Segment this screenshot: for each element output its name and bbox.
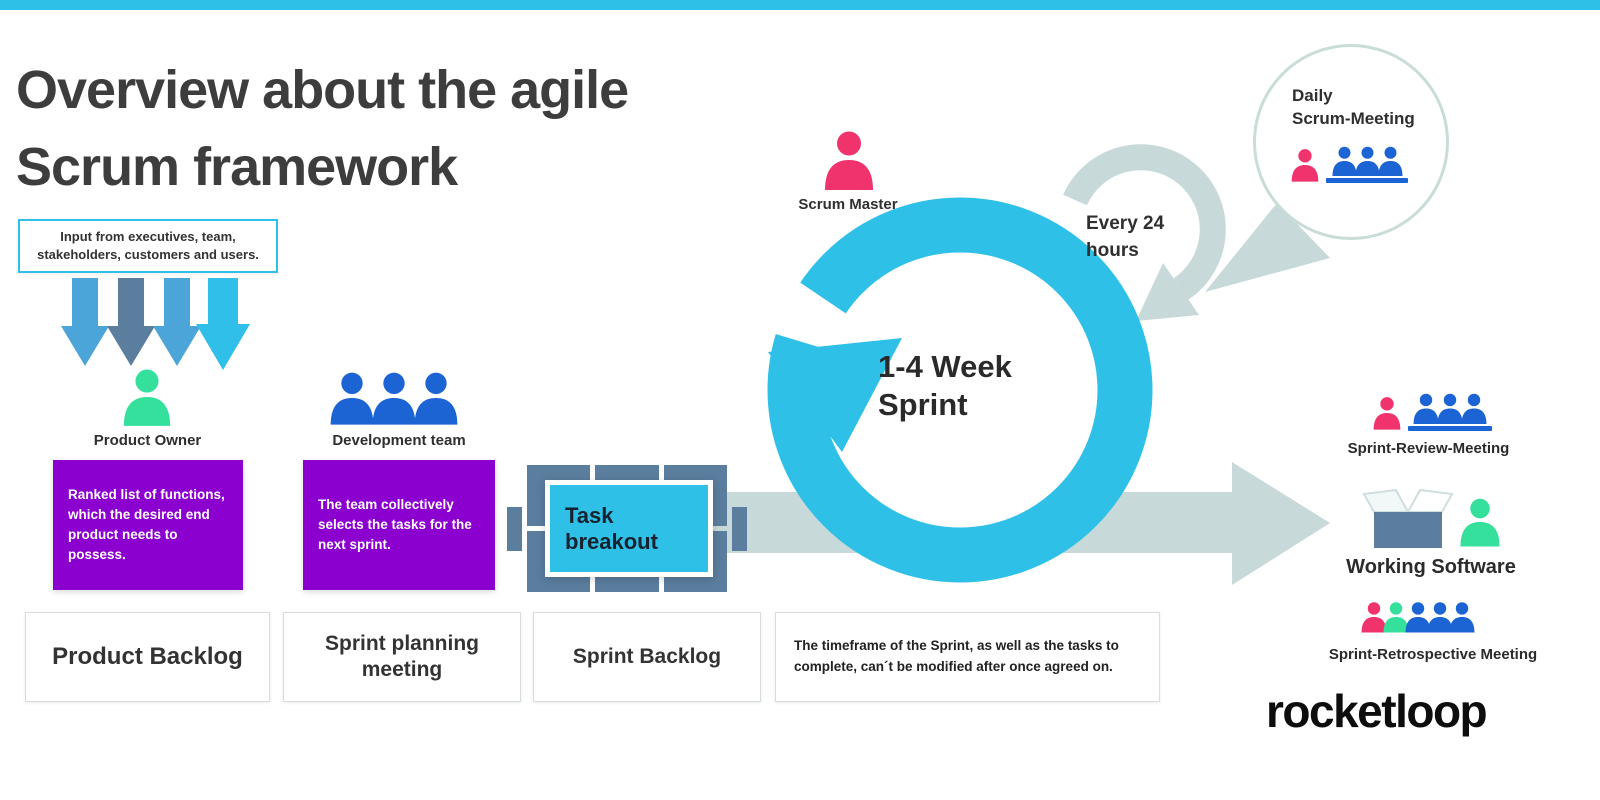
scrum-master-label: Scrum Master	[798, 196, 898, 213]
product-owner-label: Product Owner	[93, 432, 202, 449]
sprint-note-box: The timeframe of the Sprint, as well as …	[775, 612, 1160, 702]
flow-arrow-icon	[700, 462, 1330, 585]
development-team-description: The team collectively selects the tasks …	[318, 496, 472, 553]
team-table-icon	[1326, 145, 1408, 183]
person-icon	[1461, 393, 1487, 425]
daily-scrum-meeting-title: Daily Scrum-Meeting	[1292, 85, 1415, 131]
daily-meeting-icons	[1290, 145, 1408, 183]
task-breakout-tab-right	[732, 507, 747, 551]
sprint-review-label: Sprint-Review-Meeting	[1347, 440, 1510, 457]
product-owner-description-box: Ranked list of functions, which the desi…	[53, 460, 243, 590]
sprint-backlog-label: Sprint Backlog	[572, 645, 722, 668]
daily-loop-arrowhead-icon	[1136, 263, 1199, 321]
working-software-label: Working Software	[1346, 556, 1516, 578]
task-breakout-label: Task breakout	[565, 503, 658, 554]
table-bar-icon	[1326, 178, 1408, 183]
person-icon	[1355, 146, 1379, 176]
person-icon	[414, 372, 458, 425]
down-arrow-icon	[153, 278, 201, 366]
task-breakout-tab-left	[507, 507, 522, 551]
daily-cycle-line1: Every 24	[1086, 213, 1165, 234]
person-icon	[1373, 397, 1401, 430]
down-arrow-icon	[107, 278, 155, 366]
daily-cycle-line2: hours	[1086, 239, 1139, 261]
person-icon	[1427, 602, 1453, 633]
product-backlog-box: Product Backlog	[25, 612, 270, 702]
sprint-retro-icons	[1360, 600, 1476, 634]
input-sources-box: Input from executives, team, stakeholder…	[18, 219, 278, 273]
sprint-review-icons	[1372, 392, 1492, 431]
person-icon	[1378, 146, 1402, 176]
person-icon	[1383, 602, 1409, 633]
page-title: Overview about the agile Scrum framework	[16, 52, 629, 205]
development-team-icons	[328, 370, 460, 426]
person-icon	[330, 372, 374, 425]
daily-scrum-meeting-bubble: Daily Scrum-Meeting	[1253, 44, 1449, 240]
sprint-duration-text: 1-4 Week Sprint	[878, 348, 1012, 424]
table-bar-icon	[1408, 426, 1492, 431]
sprint-planning-box: Sprint planning meeting	[283, 612, 521, 702]
top-accent-bar	[0, 0, 1600, 10]
task-breakout-label-box: Task breakout	[545, 480, 713, 577]
person-icon	[1413, 393, 1439, 425]
person-icon	[1332, 146, 1356, 176]
input-sources-text: Input from executives, team, stakeholder…	[37, 229, 259, 262]
rocketloop-logo-text: rocketloop	[1266, 685, 1488, 737]
person-icon	[1291, 149, 1319, 182]
sprint-retro-label: Sprint-Retrospective Meeting	[1328, 646, 1538, 663]
product-owner-description: Ranked list of functions, which the desi…	[68, 486, 225, 563]
task-breakout-group: Task breakout	[507, 465, 747, 592]
sprint-note-text: The timeframe of the Sprint, as well as …	[794, 638, 1119, 674]
person-icon	[1361, 602, 1387, 633]
open-box-icon	[1362, 488, 1454, 548]
working-software-person-icon	[1460, 498, 1500, 547]
person-icon	[1449, 602, 1475, 633]
sprint-duration-line2: Sprint	[878, 386, 968, 422]
product-owner-person-icon	[123, 369, 171, 426]
sprint-loop-gap	[759, 273, 860, 355]
rocketloop-logo: rocketloop	[1266, 684, 1488, 738]
product-backlog-label: Product Backlog	[52, 643, 243, 670]
daily-meeting-line1: Daily	[1292, 86, 1333, 105]
daily-cycle-text: Every 24 hours	[1086, 211, 1164, 264]
development-team-description-box: The team collectively selects the tasks …	[303, 460, 495, 590]
person-icon	[372, 372, 416, 425]
down-arrow-icon	[196, 278, 250, 370]
daily-meeting-line2: Scrum-Meeting	[1292, 108, 1415, 128]
sprint-duration-line1: 1-4 Week	[878, 349, 1012, 384]
sprint-planning-label: Sprint planning meeting	[325, 631, 479, 681]
person-icon	[1437, 393, 1463, 425]
page-title-line2: Scrum framework	[16, 136, 458, 197]
page-title-line1: Overview about the agile	[16, 60, 629, 120]
team-table-icon	[1408, 392, 1492, 431]
sprint-backlog-box: Sprint Backlog	[533, 612, 761, 702]
scrum-master-person-icon	[825, 131, 873, 190]
person-icon	[1405, 602, 1431, 633]
down-arrow-icon	[61, 278, 109, 366]
development-team-label: Development team	[332, 432, 466, 449]
